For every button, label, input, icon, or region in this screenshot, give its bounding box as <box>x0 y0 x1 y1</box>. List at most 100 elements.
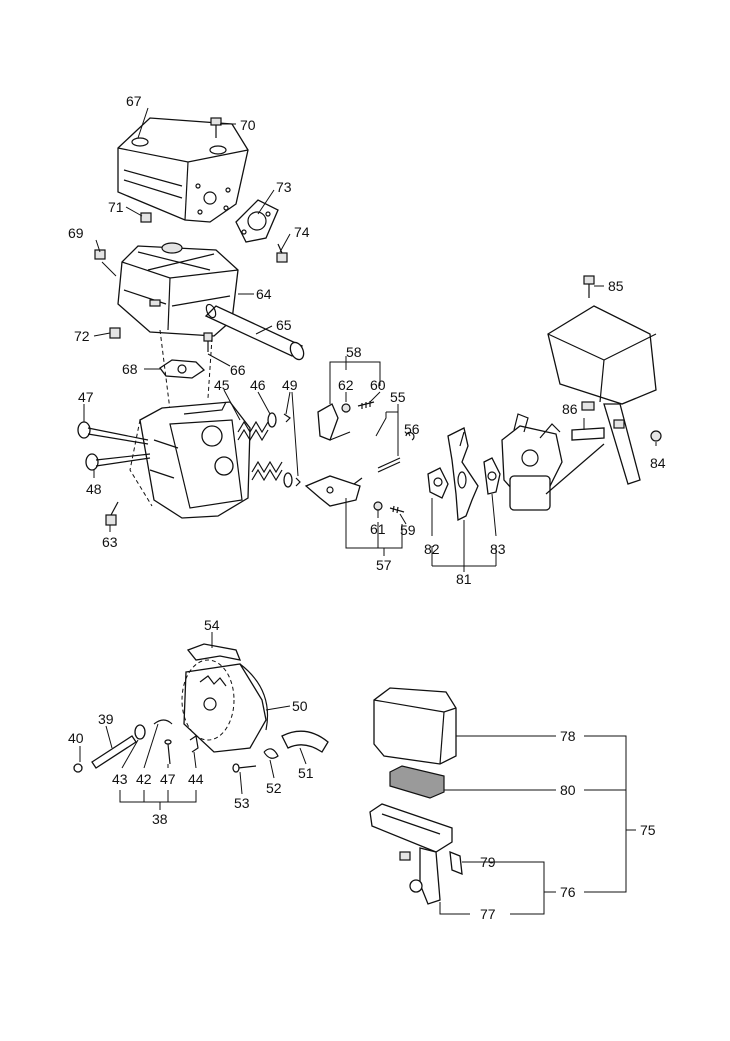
ring-43 <box>134 724 146 740</box>
spring-45 <box>237 420 283 482</box>
governor-rod-55 <box>377 457 401 473</box>
callout-59: 59 <box>400 522 416 538</box>
air-duct-cover <box>547 305 657 485</box>
callout-84: 84 <box>650 455 666 471</box>
screw-59 <box>389 505 405 514</box>
callout-73: 73 <box>276 179 292 195</box>
callout-47: 47 <box>78 389 94 405</box>
callout-66: 66 <box>230 362 246 378</box>
spring-42 <box>153 719 173 725</box>
shaft-39 <box>91 735 137 769</box>
pin-47b <box>164 739 172 765</box>
nut-69 <box>94 249 106 260</box>
bolt-85 <box>583 275 595 298</box>
head-dashed-outline <box>129 419 153 507</box>
filter-element-80 <box>389 765 445 799</box>
nut-71 <box>140 212 152 223</box>
retainer-46 <box>267 412 293 488</box>
gasket-73 <box>235 199 279 243</box>
callout-79: 79 <box>480 854 496 870</box>
callout-62: 62 <box>338 377 354 393</box>
callout-69: 69 <box>68 225 84 241</box>
callout-76: 76 <box>560 884 576 900</box>
spring-52 <box>263 748 279 759</box>
callout-53: 53 <box>234 795 250 811</box>
callout-68: 68 <box>122 361 138 377</box>
muffler-cover-67 <box>117 117 249 223</box>
callout-72: 72 <box>74 328 90 344</box>
clip-56 <box>405 432 415 441</box>
callout-67: 67 <box>126 93 142 109</box>
callout-56: 56 <box>404 421 420 437</box>
callout-51: 51 <box>298 765 314 781</box>
callout-52: 52 <box>266 780 282 796</box>
callout-46: 46 <box>250 377 266 393</box>
callout-75: 75 <box>640 822 656 838</box>
cleaner-case-76 <box>369 803 453 905</box>
insulator-81 <box>447 427 479 522</box>
callout-80: 80 <box>560 782 576 798</box>
muffler-alignment-lines <box>159 329 213 411</box>
callout-74: 74 <box>294 224 310 240</box>
screw-60 <box>357 401 375 409</box>
callout-71: 71 <box>108 199 124 215</box>
nut-62 <box>341 403 351 413</box>
callout-61: 61 <box>370 521 386 537</box>
callout-86: 86 <box>562 401 578 417</box>
cover-51 <box>281 730 329 753</box>
callout-83: 83 <box>490 541 506 557</box>
callout-44: 44 <box>188 771 204 787</box>
tailpipe-65 <box>204 303 305 361</box>
callout-78: 78 <box>560 728 576 744</box>
carburetor <box>501 413 605 511</box>
cylinder-head <box>139 401 251 519</box>
callout-63: 63 <box>102 534 118 550</box>
callout-39: 39 <box>98 711 114 727</box>
nut-61 <box>373 501 383 511</box>
callout-54: 54 <box>204 617 220 633</box>
collet-49 <box>283 413 301 487</box>
callout-labels: 67 70 71 73 74 69 64 65 72 66 68 58 62 6… <box>68 93 666 922</box>
bolt-70 <box>210 117 222 138</box>
callout-82: 82 <box>424 541 440 557</box>
tube-86 <box>571 427 605 441</box>
callout-45: 45 <box>214 377 230 393</box>
washer-40 <box>73 763 83 773</box>
bolt-74 <box>276 243 288 263</box>
callout-40: 40 <box>68 730 84 746</box>
callout-47-flywheel: 47 <box>160 771 176 787</box>
gasket-83 <box>483 457 501 495</box>
callout-57: 57 <box>376 557 392 573</box>
callout-60: 60 <box>370 377 386 393</box>
callout-81: 81 <box>456 571 472 587</box>
cleaner-cover-78 <box>373 687 457 765</box>
callout-58: 58 <box>346 344 362 360</box>
governor-lever-57 <box>304 475 363 507</box>
bolt-66 <box>203 332 213 352</box>
callout-42: 42 <box>136 771 152 787</box>
clip-44 <box>189 734 199 753</box>
callout-77: 77 <box>480 906 496 922</box>
leader-lines <box>79 107 657 915</box>
nut-84 <box>650 430 662 442</box>
callout-50: 50 <box>292 698 308 714</box>
callout-38: 38 <box>152 811 168 827</box>
callout-70: 70 <box>240 117 256 133</box>
callout-85: 85 <box>608 278 624 294</box>
callout-64: 64 <box>256 286 272 302</box>
callout-65: 65 <box>276 317 292 333</box>
pin-53 <box>232 763 257 773</box>
flywheel-50 <box>181 659 269 753</box>
bracket-79 <box>449 850 463 876</box>
shroud-54 <box>186 643 242 661</box>
throttle-bracket-58 <box>317 403 351 441</box>
callout-55: 55 <box>390 389 406 405</box>
gasket-68 <box>159 359 206 379</box>
valve-48 <box>85 453 151 471</box>
bolt-72 <box>109 327 121 339</box>
callout-43: 43 <box>112 771 128 787</box>
bolt-63 <box>105 501 119 526</box>
gasket-82 <box>427 467 449 499</box>
valve-47 <box>77 421 149 445</box>
